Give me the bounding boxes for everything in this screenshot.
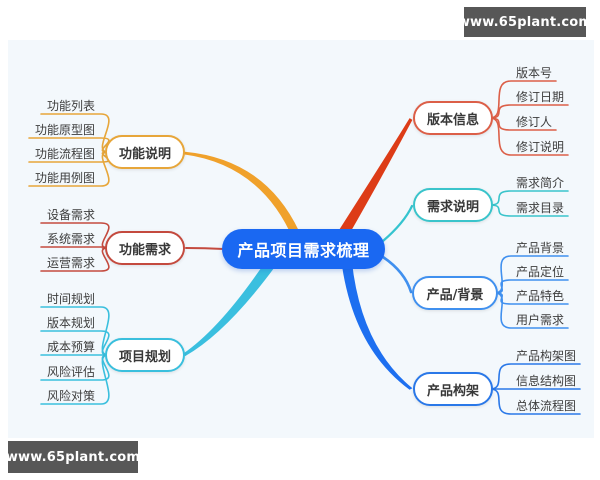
subtopic-label[interactable]: 总体流程图	[516, 399, 577, 413]
topic-node-function-description[interactable]: 功能说明	[105, 135, 185, 169]
subtopic-label[interactable]: 功能列表	[47, 99, 96, 113]
subtopic-label[interactable]: 系统需求	[47, 232, 96, 246]
subtopic-label[interactable]: 风险评估	[47, 365, 96, 379]
subtopic-label[interactable]: 用户需求	[516, 313, 565, 327]
subtopic-label[interactable]: 修订说明	[516, 140, 565, 154]
topic-node-function-requirements[interactable]: 功能需求	[105, 231, 185, 265]
central-topic[interactable]: 产品项目需求梳理	[222, 229, 385, 269]
topic-node-project-planning[interactable]: 项目规划	[105, 338, 185, 372]
watermark-bottom-left: www.65plant.com	[6, 441, 140, 473]
subtopic-label[interactable]: 设备需求	[47, 208, 96, 222]
subtopic-label[interactable]: 时间规划	[47, 292, 96, 306]
topic-node-product-architecture[interactable]: 产品构架	[413, 372, 493, 406]
subtopic-label[interactable]: 需求简介	[516, 176, 565, 190]
subtopic-label[interactable]: 产品背景	[516, 241, 565, 255]
subtopic-label[interactable]: 功能流程图	[35, 147, 96, 161]
watermark-top-right: www.65plant.com	[458, 7, 592, 37]
subtopic-label[interactable]: 版本规划	[47, 316, 96, 330]
subtopic-label[interactable]: 版本号	[516, 66, 553, 80]
subtopic-label[interactable]: 产品构架图	[516, 349, 577, 363]
subtopic-label[interactable]: 修订日期	[516, 90, 565, 104]
subtopic-label[interactable]: 功能用例图	[35, 171, 96, 185]
subtopic-label[interactable]: 产品特色	[516, 289, 565, 303]
topic-node-version-info[interactable]: 版本信息	[413, 101, 493, 135]
subtopic-label[interactable]: 功能原型图	[35, 123, 96, 137]
subtopic-label[interactable]: 运营需求	[47, 256, 96, 270]
subtopic-label[interactable]: 产品定位	[516, 265, 565, 279]
subtopic-label[interactable]: 成本预算	[47, 340, 96, 354]
subtopic-label[interactable]: 需求目录	[516, 201, 565, 215]
subtopic-label[interactable]: 风险对策	[47, 389, 96, 403]
topic-node-requirement-description[interactable]: 需求说明	[413, 188, 493, 222]
subtopic-label[interactable]: 修订人	[516, 115, 553, 129]
subtopic-label[interactable]: 信息结构图	[516, 374, 577, 388]
topic-node-product-background[interactable]: 产品/背景	[412, 276, 498, 310]
